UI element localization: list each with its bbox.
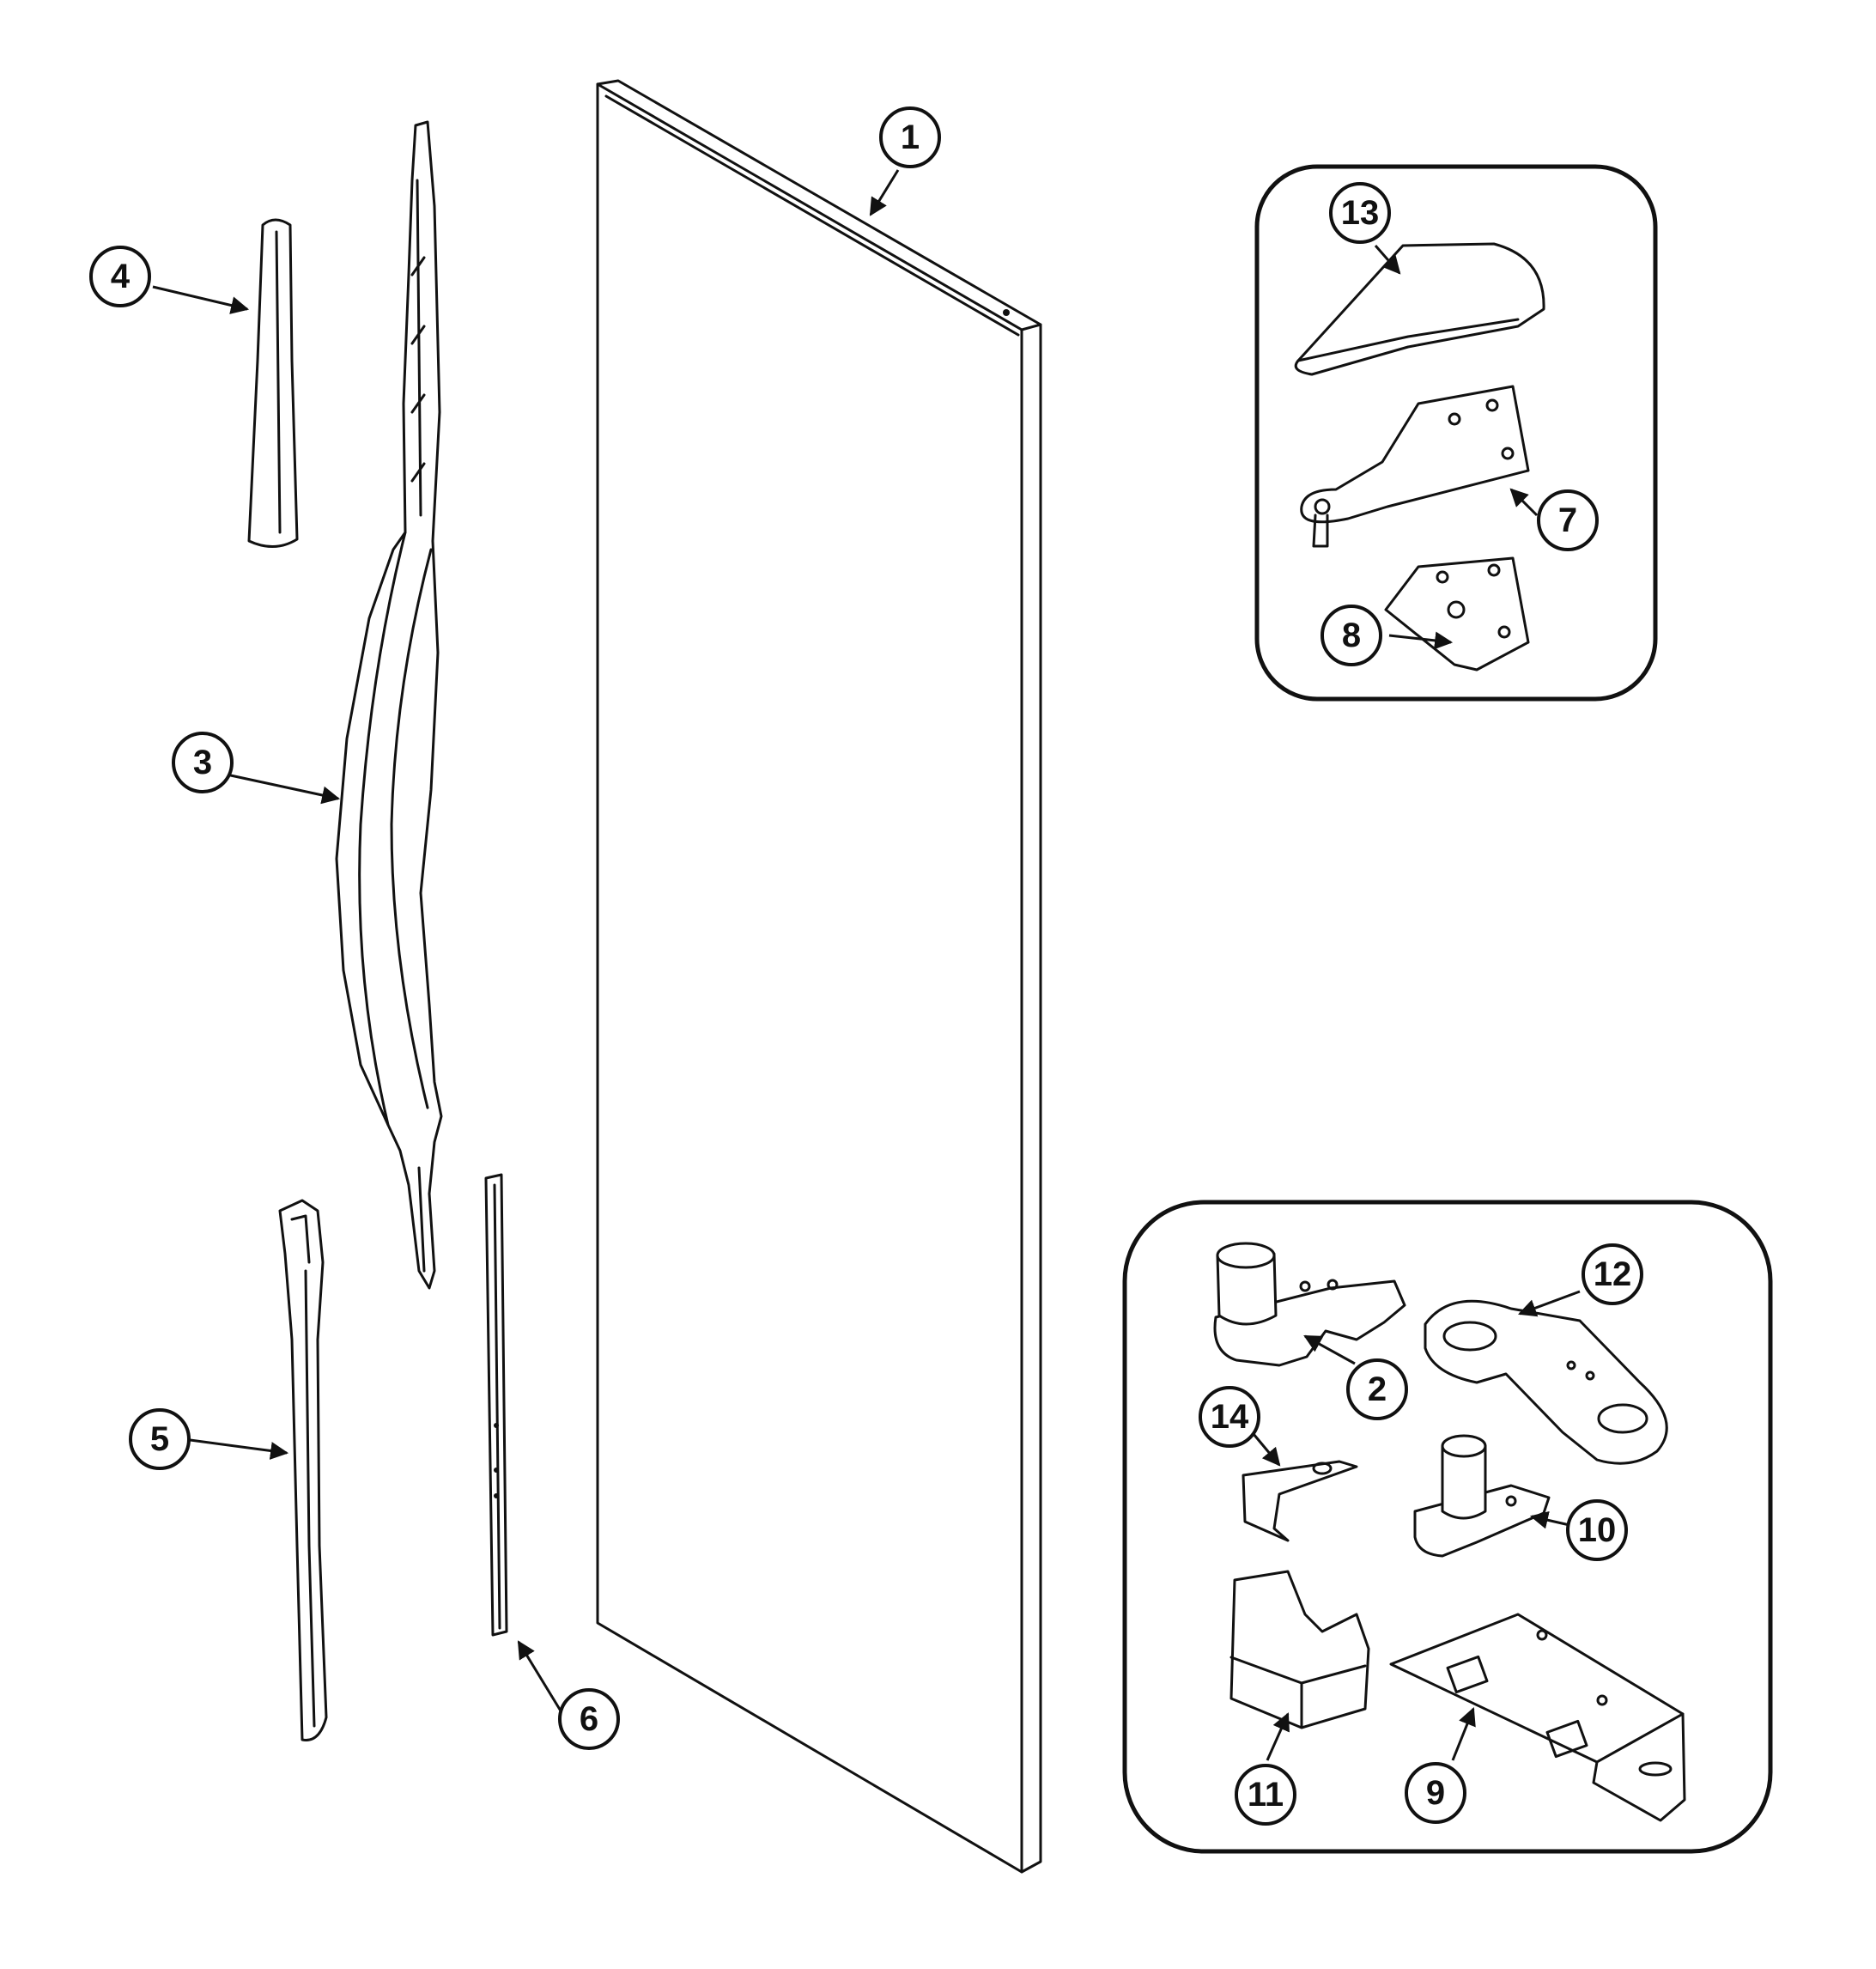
door-handle (335, 120, 443, 1290)
handle-trim-bottom (278, 1199, 328, 1741)
callout-14: 14 (1199, 1386, 1260, 1448)
callout-3: 3 (172, 732, 234, 793)
callout-9: 9 (1405, 1762, 1466, 1824)
bottom-hinge-bracket (1389, 1613, 1686, 1822)
callout-14-label: 14 (1211, 1398, 1249, 1436)
callout-8: 8 (1320, 605, 1382, 666)
callout-4: 4 (89, 246, 151, 307)
hinge-clip (1242, 1460, 1358, 1542)
callout-12-label: 12 (1594, 1255, 1632, 1293)
callout-9-label: 9 (1426, 1774, 1445, 1812)
top-hinge (1300, 385, 1530, 548)
hinge-shim (1384, 556, 1530, 672)
callout-4-label: 4 (111, 258, 131, 295)
door-panel (596, 79, 1042, 1874)
leader-arrows (152, 169, 1581, 1761)
hinge-cover-lower (1229, 1570, 1370, 1729)
callout-2: 2 (1346, 1358, 1408, 1420)
callout-6-label: 6 (580, 1700, 598, 1738)
callout-7-label: 7 (1558, 501, 1577, 539)
inset-top-hinge (1254, 164, 1658, 702)
callout-3-label: 3 (193, 744, 212, 781)
callout-12: 12 (1582, 1243, 1643, 1305)
hinge-cover (1294, 242, 1545, 376)
handle-trim-top (247, 218, 299, 548)
callout-13-label: 13 (1341, 194, 1380, 232)
callout-1: 1 (879, 106, 941, 168)
callout-1-label: 1 (901, 119, 920, 156)
callout-10: 10 (1566, 1499, 1628, 1561)
callout-6: 6 (558, 1688, 620, 1750)
callout-2-label: 2 (1368, 1370, 1387, 1408)
inset-bottom-hinge (1122, 1200, 1773, 1854)
callout-11: 11 (1235, 1764, 1296, 1826)
callout-5-label: 5 (150, 1420, 169, 1458)
callout-13: 13 (1329, 182, 1391, 244)
callout-10-label: 10 (1578, 1511, 1617, 1549)
center-hinge-pin (1413, 1434, 1551, 1558)
callout-8-label: 8 (1342, 617, 1361, 654)
callout-11-label: 11 (1248, 1776, 1284, 1814)
hinge-pin-bracket (1213, 1242, 1406, 1367)
hinge-spacer-plate (1424, 1299, 1668, 1465)
door-strip (484, 1173, 508, 1637)
callout-7: 7 (1537, 489, 1599, 551)
callout-5: 5 (129, 1408, 191, 1470)
